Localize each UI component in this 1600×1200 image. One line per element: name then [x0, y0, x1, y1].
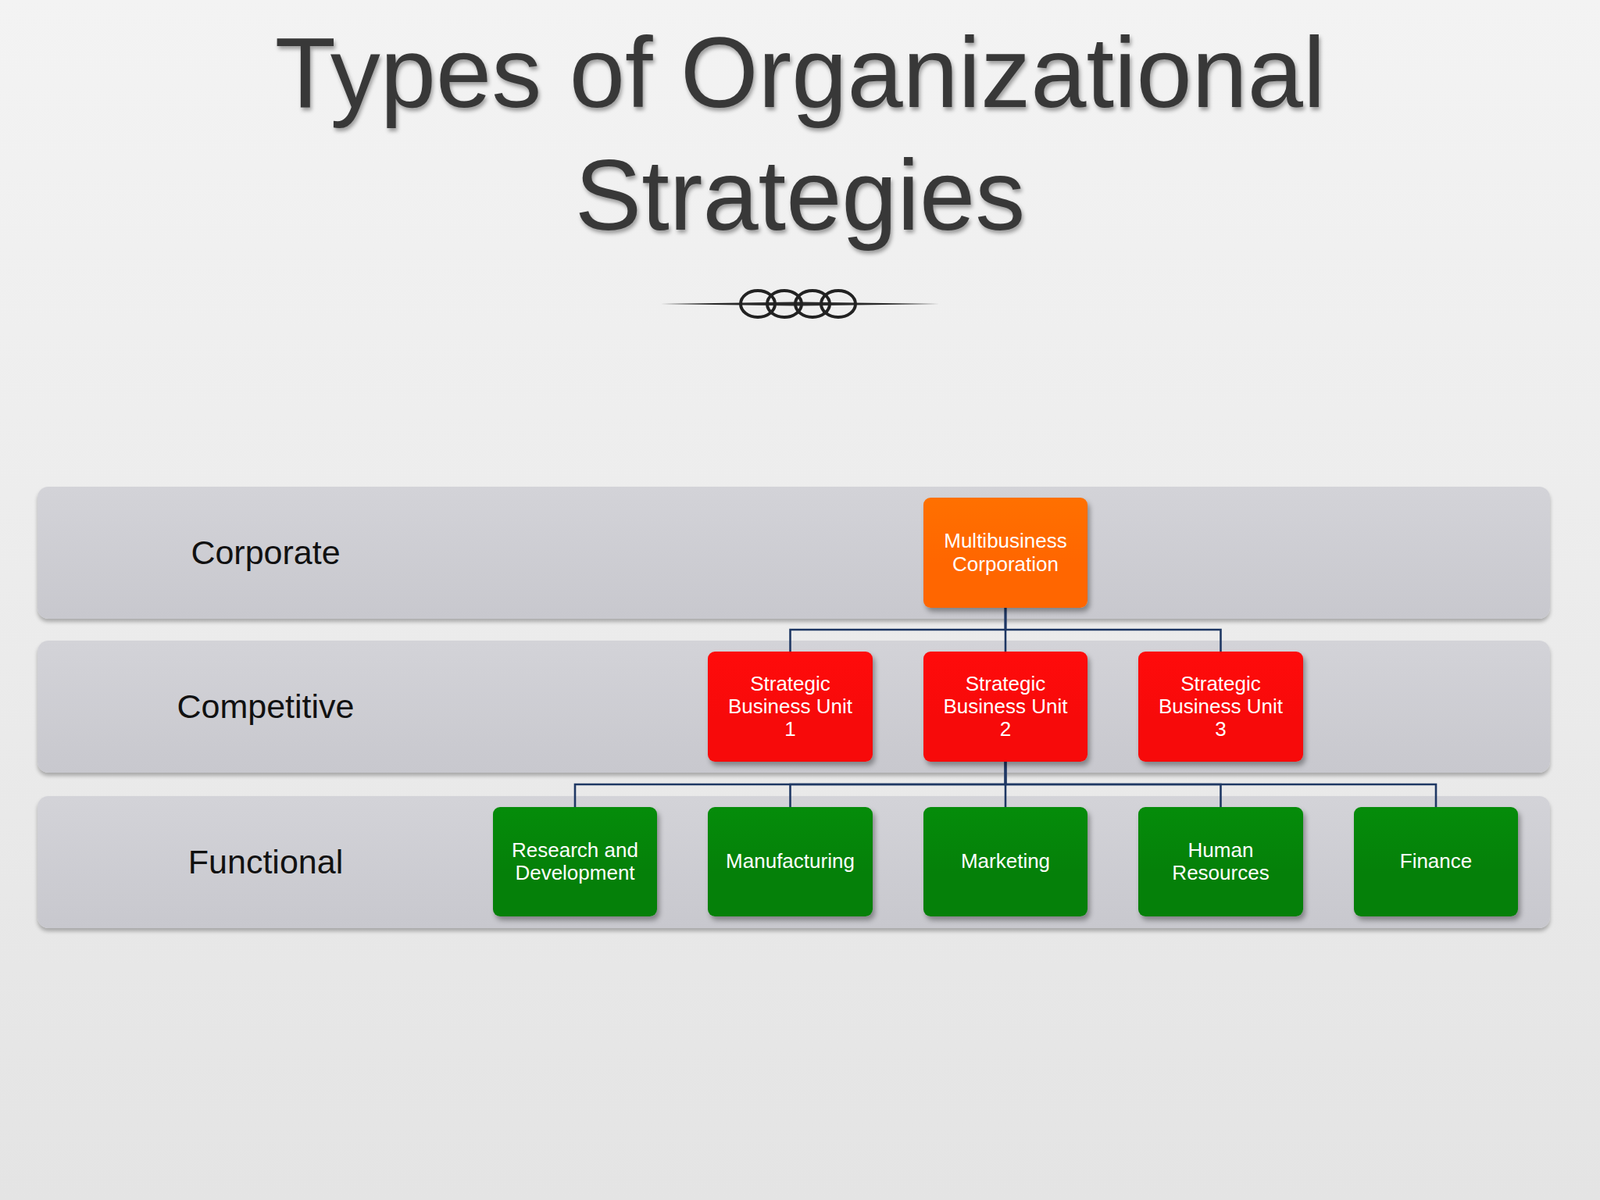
box-label: Strategic Business Unit 3	[1155, 672, 1287, 741]
band-label-area: Corporate	[37, 486, 494, 619]
org-box: Research and Development	[492, 807, 658, 917]
level-label: Competitive	[176, 687, 354, 726]
box-label: Multibusiness Corporation	[939, 529, 1072, 575]
box-label: Marketing	[960, 850, 1050, 873]
slide-title: Types of Organizational Strategies	[175, 10, 1425, 257]
level-label: Corporate	[190, 533, 340, 572]
org-box: Multibusiness Corporation	[923, 497, 1088, 608]
ornament-loops	[740, 290, 856, 318]
level-label: Functional	[188, 842, 343, 882]
level-band: Competitive Strategic Business Unit 1 Stra…	[37, 640, 1550, 773]
level-band: Functional Research and Development Manufa…	[37, 796, 1550, 929]
box-label: Manufacturing	[725, 850, 855, 873]
org-box: Strategic Business Unit 3	[1138, 651, 1304, 762]
org-box: Strategic Business Unit 1	[707, 651, 873, 762]
box-label: Strategic Business Unit 1	[725, 672, 857, 741]
level-band: Corporate Multibusiness Corporation	[37, 486, 1550, 619]
box-label: Strategic Business Unit 2	[939, 672, 1072, 741]
org-box: Finance	[1353, 807, 1518, 917]
org-box: Human Resources	[1138, 807, 1304, 917]
org-box: Manufacturing	[707, 807, 873, 917]
org-box: Strategic Business Unit 2	[923, 651, 1088, 762]
box-label: Research and Development	[509, 839, 641, 885]
band-label-area: Competitive	[37, 640, 494, 773]
band-label-area: Functional	[37, 796, 494, 929]
box-label: Finance	[1400, 850, 1473, 873]
org-box: Marketing	[923, 807, 1088, 917]
box-label: Human Resources	[1155, 839, 1287, 885]
